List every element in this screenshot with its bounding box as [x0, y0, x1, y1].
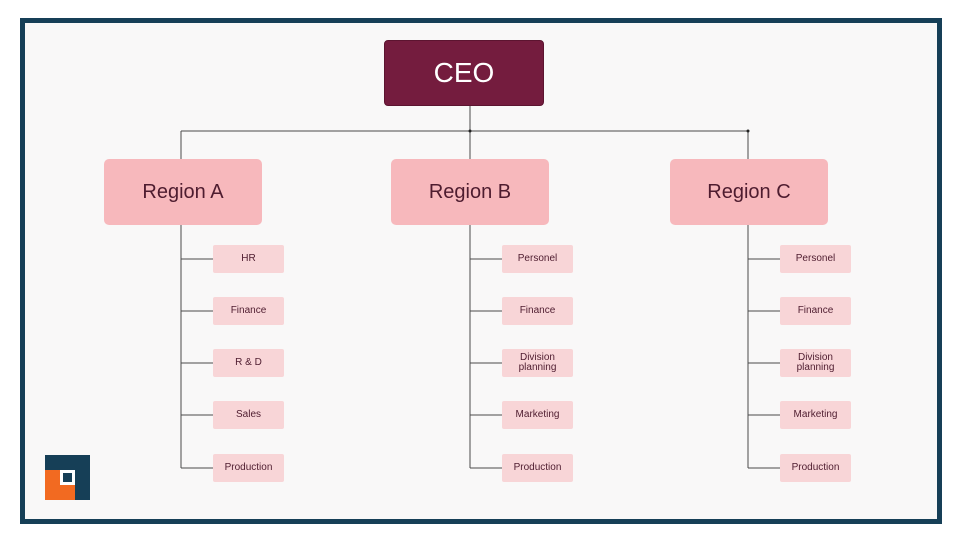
dept-node: HR [213, 245, 284, 273]
region-c-branches [748, 258, 780, 469]
dept-node: Personel [502, 245, 573, 273]
dept-node: Finance [780, 297, 851, 325]
dept-label: Marketing [515, 409, 560, 420]
dept-label: Finance [519, 305, 556, 316]
dept-node: Finance [213, 297, 284, 325]
dept-label: Marketing [793, 409, 838, 420]
ceo-label: CEO [433, 57, 495, 88]
dept-node: Production [502, 454, 573, 482]
dept-label: R & D [235, 357, 262, 368]
dept-label: Production [224, 462, 273, 473]
region-c-node: Region C [670, 159, 828, 225]
junction-dot [468, 129, 472, 133]
region-b-node: Region B [391, 159, 549, 225]
dept-label: Sales [235, 409, 261, 420]
junction-dot [746, 129, 750, 133]
dept-node: Sales [213, 401, 284, 429]
dept-node: Production [780, 454, 851, 482]
dept-label: Finance [797, 305, 834, 316]
dept-node: R & D [213, 349, 284, 377]
dept-label: Production [791, 462, 840, 473]
region-b-label: Region B [428, 180, 512, 203]
region-c-label: Region C [707, 180, 791, 203]
region-a-node: Region A [104, 159, 262, 225]
dept-node: Production [213, 454, 284, 482]
dept-node: Division planning [502, 349, 573, 377]
dept-label: Finance [230, 305, 267, 316]
dept-label: Division planning [518, 352, 557, 373]
dept-node: Division planning [780, 349, 851, 377]
region-a-label: Region A [142, 180, 224, 203]
dept-node: Personel [780, 245, 851, 273]
dept-label: Personel [517, 253, 558, 264]
region-b-branches [470, 258, 502, 469]
dept-node: Marketing [502, 401, 573, 429]
dept-node: Finance [502, 297, 573, 325]
dept-label: Division planning [796, 352, 835, 373]
dept-node: Marketing [780, 401, 851, 429]
dept-label: Production [513, 462, 562, 473]
ceo-node: CEO [384, 40, 544, 106]
dept-label: Personel [795, 253, 836, 264]
company-logo-icon [45, 455, 90, 500]
region-a-branches [181, 258, 213, 469]
dept-label: HR [241, 253, 256, 264]
